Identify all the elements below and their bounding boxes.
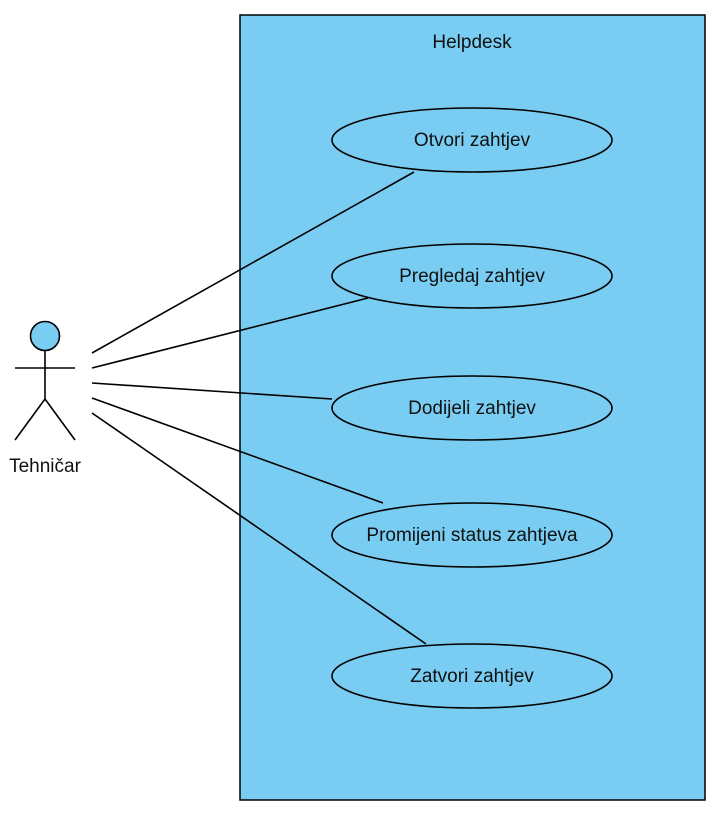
use-case-ellipse[interactable]	[331, 243, 613, 309]
association-line-zatvori	[91, 412, 427, 645]
association-line-promijeni	[91, 397, 384, 504]
actor-right-leg	[44, 398, 76, 441]
actor-label: Tehničar	[9, 456, 81, 477]
association-line-pregledaj	[91, 297, 369, 369]
actor-left-leg	[14, 398, 46, 441]
associations	[91, 171, 427, 645]
use-case-zatvori[interactable]: Zatvori zahtjev	[331, 643, 613, 709]
use-case-label: Zatvori zahtjev	[410, 666, 534, 687]
use-case-promijeni-status[interactable]: Promijeni status zahtjeva	[331, 502, 613, 568]
use-case-label: Dodijeli zahtjev	[408, 398, 536, 419]
association-line-otvori	[91, 171, 415, 354]
use-case-dodijeli[interactable]: Dodijeli zahtjev	[331, 375, 613, 441]
association-line-dodijeli	[91, 382, 333, 400]
use-case-ellipse[interactable]	[331, 643, 613, 709]
use-case-ellipse[interactable]	[331, 375, 613, 441]
actor-head[interactable]	[29, 320, 61, 352]
use-case-ellipse[interactable]	[331, 107, 613, 173]
actor-tehnicar[interactable]	[14, 320, 76, 441]
use-case-label: Promijeni status zahtjeva	[366, 525, 578, 546]
system-title: Helpdesk	[432, 32, 512, 53]
use-case-ellipse[interactable]	[331, 502, 613, 568]
use-case-otvori[interactable]: Otvori zahtjev	[331, 107, 613, 173]
use-case-pregledaj[interactable]: Pregledaj zahtjev	[331, 243, 613, 309]
use-case-label: Pregledaj zahtjev	[399, 266, 545, 287]
use-case-label: Otvori zahtjev	[414, 130, 531, 151]
